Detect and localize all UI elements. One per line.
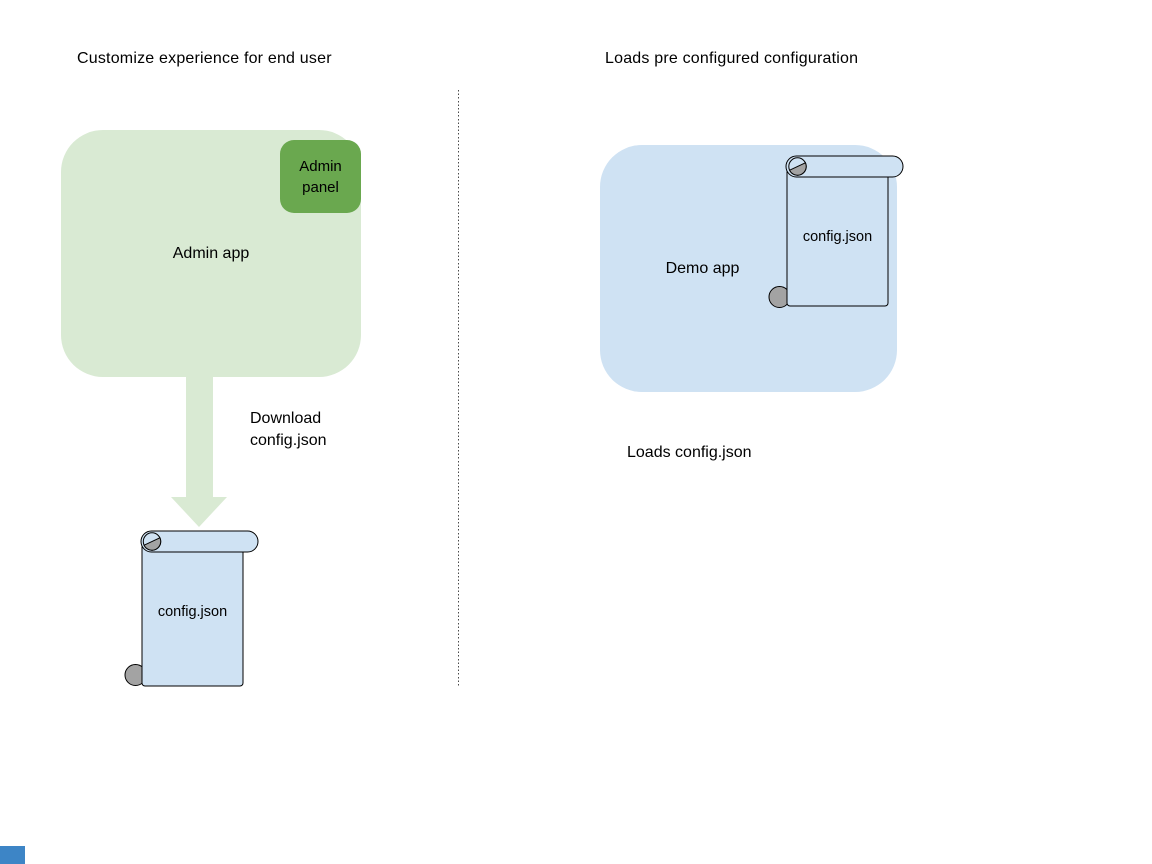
scroll-spiral-shade xyxy=(788,162,807,176)
download-caption: Download config.json xyxy=(250,410,327,449)
corner-marker xyxy=(0,846,25,864)
left-section-title: Customize experience for end user xyxy=(77,50,332,67)
config-scroll-left xyxy=(124,530,259,687)
config-scroll-left-label: config.json xyxy=(157,604,228,620)
scroll-top-roll xyxy=(140,530,259,553)
admin-app-box: Admin app Admin panel xyxy=(61,130,361,377)
scroll-top-roll xyxy=(785,155,904,178)
scroll-spiral-shade xyxy=(143,537,162,551)
demo-app-label: Demo app xyxy=(665,260,740,277)
section-divider xyxy=(458,90,459,686)
admin-panel: Admin panel xyxy=(280,140,361,213)
config-scroll-right xyxy=(768,155,904,308)
admin-app-label: Admin app xyxy=(172,244,250,262)
admin-panel-label: Admin panel xyxy=(299,157,342,196)
right-section-title: Loads pre configured configuration xyxy=(605,50,859,67)
config-scroll-right-label: config.json xyxy=(802,229,873,245)
download-arrow xyxy=(171,377,227,527)
loads-caption: Loads config.json xyxy=(627,444,752,461)
download-arrow-shape xyxy=(171,377,227,527)
